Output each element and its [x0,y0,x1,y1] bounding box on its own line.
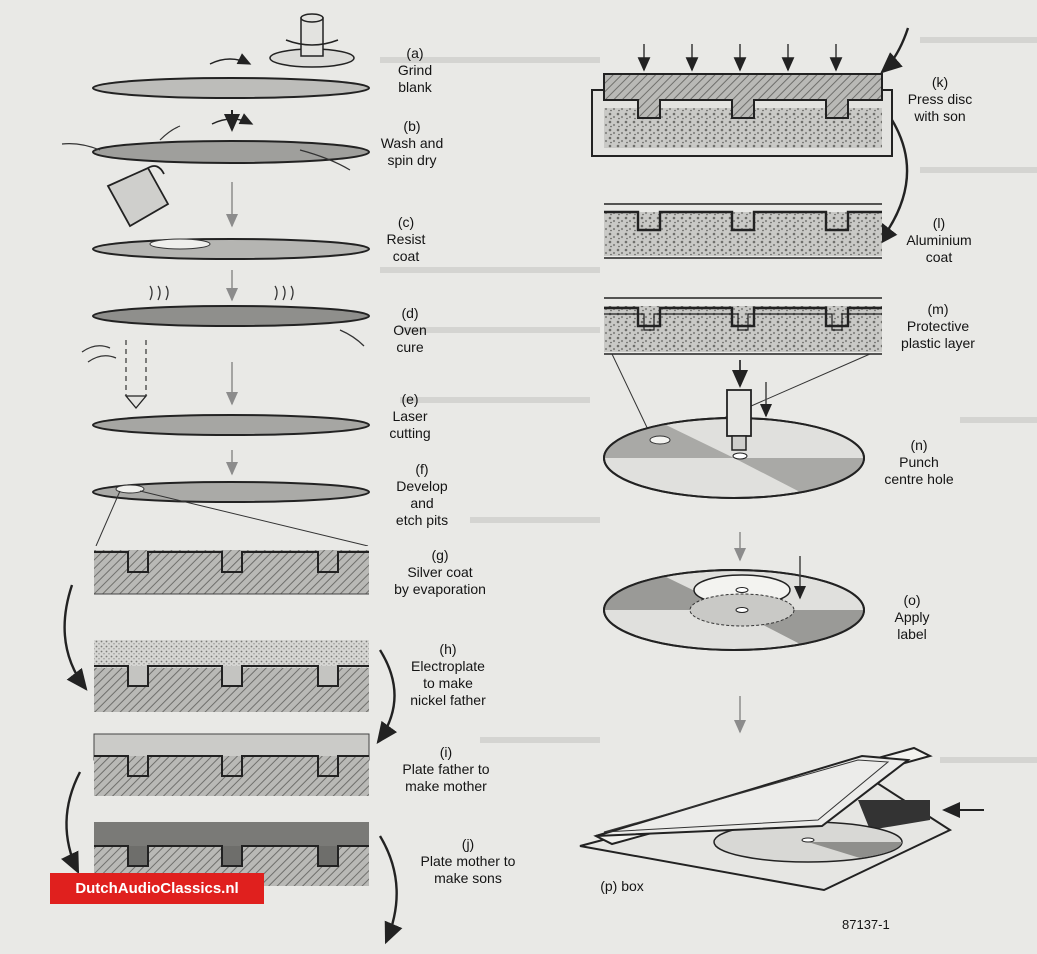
step-text: etch pits [395,512,449,528]
step-tag: (g) [431,547,449,563]
step-label-n: (n) Punch centre hole [884,437,953,488]
step-label-j: (j) Plate mother to make sons [421,836,516,887]
step-text: to make [423,675,473,691]
disc-c [92,238,370,260]
step-text: Plate mother to [420,853,516,869]
step-text: Wash and [380,135,444,151]
punch-disc-n [603,360,865,499]
step-text: Punch [899,454,939,470]
cross-section-g [94,546,369,595]
cross-section-m [604,297,882,439]
step-text: Silver coat [407,564,473,580]
step-label-p: (p) box [600,878,644,895]
step-tag: (i) [439,744,453,760]
step-label-h: (h) Electroplate to make nickel father [410,641,485,709]
step-text: Apply [894,609,930,625]
step-label-m: (m) Protective plastic layer [901,301,975,352]
resist-beaker [106,165,170,228]
disc-e [92,414,370,436]
step-text: centre hole [884,471,954,487]
cross-section-l [604,203,882,259]
step-text: Oven [393,322,427,338]
step-tag: (d) [401,305,419,321]
step-text: by evaporation [394,581,486,597]
grind-tool [269,13,355,68]
step-text: Press disc [907,91,973,107]
step-tag: (c) [397,214,415,230]
step-tag: (e) [401,391,419,407]
step-label-i: (i) Plate father to make mother [402,744,489,795]
step-text: Resist [386,231,426,247]
step-label-f: (f) Develop and etch pits [396,461,448,529]
label-disc-o [603,556,865,651]
step-tag: (f) [415,461,429,477]
step-text: with son [914,108,966,124]
step-label-g: (g) Silver coat by evaporation [394,547,486,598]
step-tag: (l) [932,215,946,231]
step-text: (p) box [600,878,644,894]
disc-d [92,305,370,327]
step-label-e: (e) Laser cutting [389,391,430,442]
step-label-c: (c) Resist coat [387,214,426,265]
cross-section-h [94,640,369,712]
step-text: coat [925,249,953,265]
step-tag: (h) [439,641,457,657]
step-label-d: (d) Oven cure [393,305,426,356]
step-text: coat [392,248,420,264]
figure-number: 87137-1 [842,917,890,932]
step-text: Protective [906,318,970,334]
step-text: Laser [392,408,428,424]
step-text: Aluminium [906,232,972,248]
step-text: make mother [405,778,487,794]
step-tag: (k) [931,74,949,90]
step-tag: (n) [910,437,928,453]
step-text: cure [396,339,424,355]
step-text: label [897,626,927,642]
background-text-lines [380,37,1037,763]
step-text: make sons [434,870,502,886]
step-label-o: (o) Apply label [894,592,929,643]
step-label-l: (l) Aluminium coat [906,215,971,266]
step-tag: (m) [927,301,949,317]
step-text: cutting [389,425,431,441]
step-tag: (j) [461,836,475,852]
disc-b [92,140,370,164]
disc-f [92,481,370,503]
step-text: blank [398,79,432,95]
cd-box-p [579,746,984,892]
step-text: and [410,495,434,511]
step-text: Develop [396,478,448,494]
step-label-k: (k) Press disc with son [908,74,973,125]
step-text: spin dry [387,152,437,168]
step-text: nickel father [410,692,486,708]
step-tag: (b) [403,118,421,134]
step-text: plastic layer [901,335,975,351]
cross-section-i [93,733,370,796]
step-text: Electroplate [411,658,485,674]
disc-a [92,77,370,99]
press-section-k [591,27,910,157]
step-tag: (o) [903,592,921,608]
step-text: Plate father to [402,761,490,777]
step-tag: (a) [406,45,424,61]
step-label-a: (a) Grind blank [398,45,432,96]
watermark-badge: DutchAudioClassics.nl [50,873,264,904]
step-label-b: (b) Wash and spin dry [381,118,444,169]
step-text: Grind [397,62,433,78]
